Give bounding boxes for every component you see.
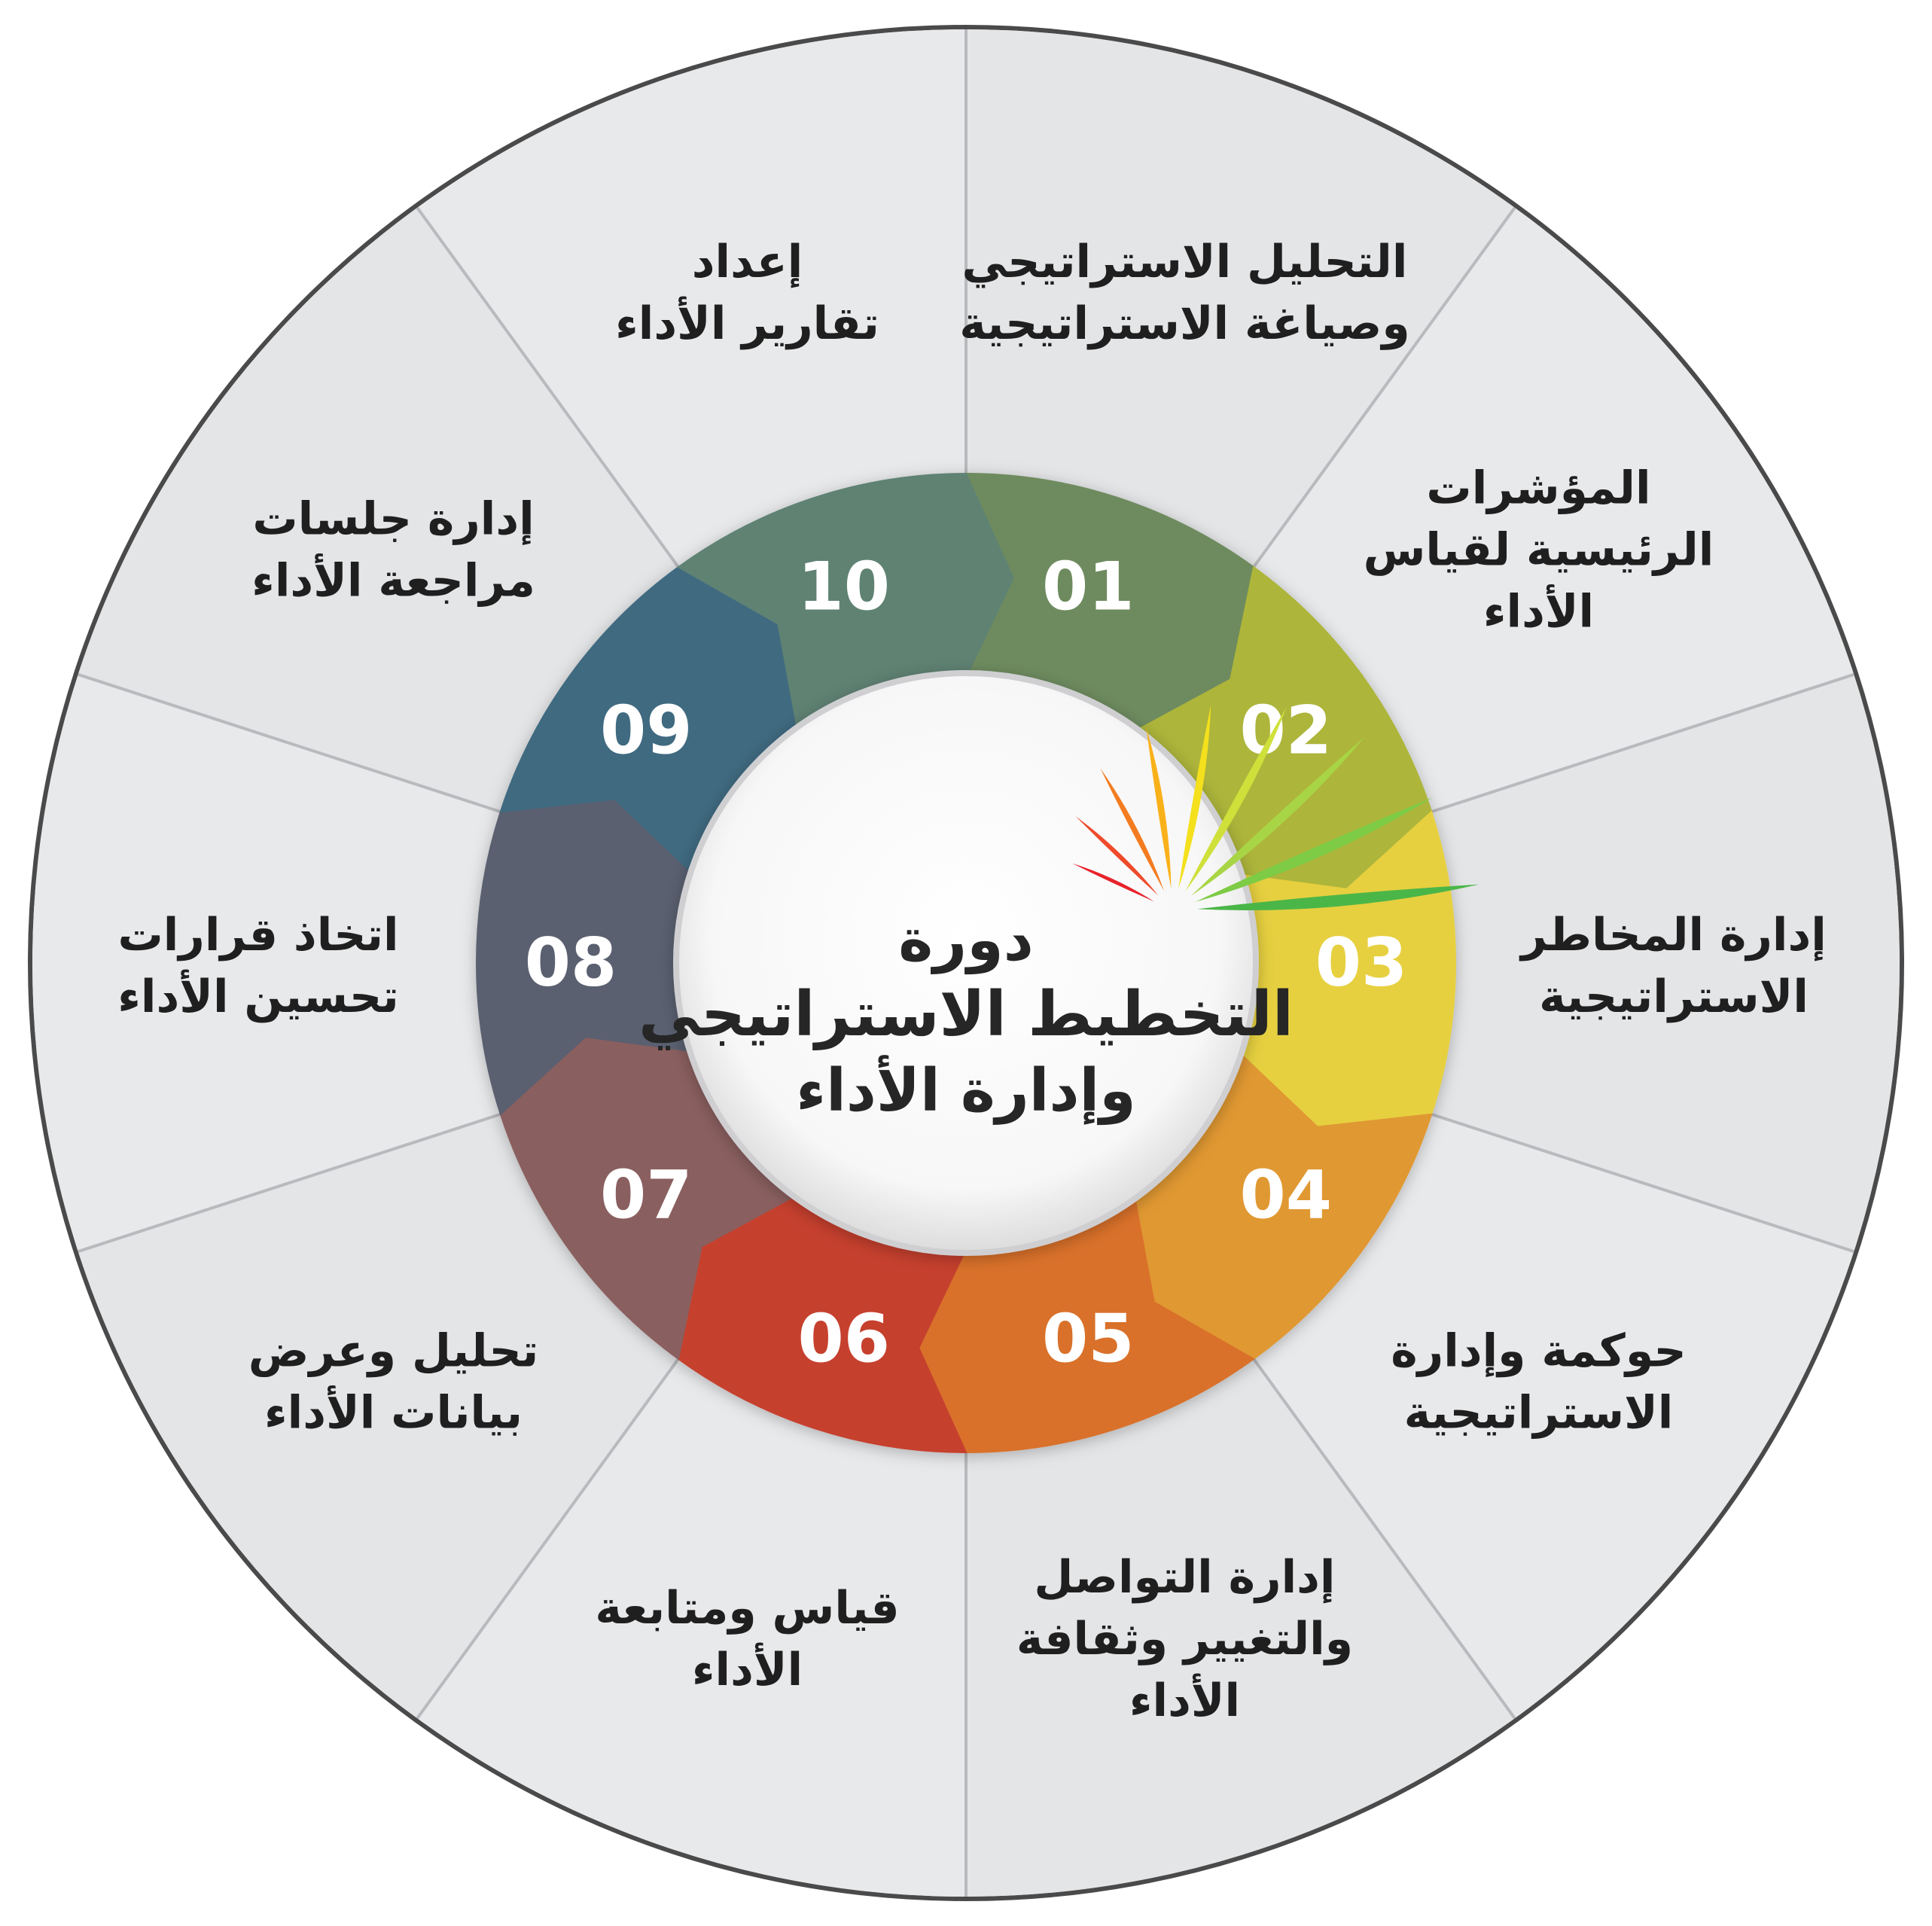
step-number-10: 10 <box>798 548 890 626</box>
step-label-line: الاستراتيجية <box>1539 971 1809 1023</box>
step-label-08: اتخاذ قرارات تحسين الأداء <box>117 909 398 1023</box>
step-label-line: إدارة المخاطر <box>1519 909 1827 961</box>
step-label-line: بيانات الأداء <box>264 1385 523 1440</box>
step-label-line: إدارة جلسات <box>252 492 534 545</box>
outer-segment-08 <box>32 674 501 1252</box>
outer-segment-02 <box>1254 207 1854 812</box>
step-label-line: تقارير الأداء <box>615 296 879 350</box>
center-title-line1: دورة <box>898 907 1033 974</box>
step-label-line: وصياغة الاستراتيجية <box>959 297 1409 350</box>
logo-ray <box>1100 768 1165 891</box>
divider-lines <box>78 29 1854 1897</box>
step-label-line: التحليل الاستراتيجي <box>962 236 1408 288</box>
step-number-08: 08 <box>525 924 617 1001</box>
step-label-02: المؤشرات الرئيسية لقياس الأداء <box>1364 462 1714 638</box>
outer-segment-10 <box>417 29 966 568</box>
outer-segment-05 <box>966 1358 1515 1897</box>
step-label-line: إدارة التواصل <box>1034 1551 1335 1604</box>
step-number-09: 09 <box>600 691 692 769</box>
divider-line <box>1248 206 1516 574</box>
step-label-line: اتخاذ قرارات <box>117 909 398 961</box>
step-label-line: تحليل وعرض <box>248 1325 539 1378</box>
logo-ray <box>1178 705 1211 889</box>
step-label-line: والتغيير وثقافة <box>1016 1613 1353 1665</box>
outer-segment-01 <box>966 29 1515 568</box>
divider-line <box>1424 1110 1854 1254</box>
center-title-line3: وإدارة الأداء <box>796 1056 1136 1126</box>
step-label-04: حوكمة وإدارة الاستراتيجية <box>1391 1325 1686 1440</box>
step-label-line: تحسين الأداء <box>117 969 398 1023</box>
step-label-line: الأداء <box>1129 1673 1240 1727</box>
logo-ray <box>1191 736 1365 896</box>
step-label-line: حوكمة وإدارة <box>1391 1325 1686 1378</box>
step-label-09: إدارة جلسات مراجعة الأداء <box>251 492 535 607</box>
step-label-10: إعداد تقارير الأداء <box>615 236 879 350</box>
outer-segment-04 <box>1254 1114 1854 1719</box>
step-number-04: 04 <box>1239 1157 1331 1234</box>
divider-line <box>78 1110 508 1254</box>
step-label-01: التحليل الاستراتيجي وصياغة الاستراتيجية <box>959 236 1409 350</box>
center-circle <box>673 670 1259 1256</box>
logo-ray <box>1146 727 1172 889</box>
center-title-line2: التخطيط الاستراتيجي <box>638 979 1294 1050</box>
logo-ray <box>1072 863 1154 902</box>
logo-ray <box>1075 816 1159 896</box>
outer-segments <box>32 29 1900 1897</box>
outer-segment-03 <box>1431 674 1900 1252</box>
outer-segment-09 <box>78 207 678 812</box>
step-label-03: إدارة المخاطر الاستراتيجية <box>1519 909 1827 1023</box>
logo-ray <box>1195 797 1433 902</box>
logo-sun-rays <box>1072 705 1479 911</box>
step-label-06: قياس ومتابعة الأداء <box>595 1582 899 1696</box>
step-label-07: تحليل وعرض بيانات الأداء <box>248 1325 539 1440</box>
step-label-line: مراجعة الأداء <box>251 553 535 607</box>
logo-ray <box>1196 884 1479 911</box>
step-label-line: الأداء <box>1483 584 1594 638</box>
step-label-05: إدارة التواصل والتغيير وثقافة الأداء <box>1016 1551 1353 1727</box>
step-label-line: قياس ومتابعة <box>595 1582 899 1635</box>
step-label-line: إعداد <box>692 236 803 288</box>
step-label-line: الأداء <box>692 1642 803 1696</box>
divider-line <box>1248 1352 1516 1720</box>
logo-ray <box>1185 706 1287 891</box>
step-number-01: 01 <box>1042 548 1134 626</box>
step-number-05: 05 <box>1042 1300 1134 1377</box>
outer-segment-06 <box>417 1358 966 1897</box>
divider-line <box>416 206 684 574</box>
divider-line <box>78 672 508 816</box>
step-numbers: 01 02 03 04 05 06 07 08 09 10 <box>525 548 1407 1378</box>
step-label-line: الاستراتيجية <box>1404 1387 1674 1440</box>
step-number-03: 03 <box>1315 924 1407 1001</box>
step-number-06: 06 <box>798 1300 890 1377</box>
step-number-02: 02 <box>1239 691 1331 769</box>
divider-line <box>416 1352 684 1720</box>
step-label-line: المؤشرات <box>1426 462 1650 514</box>
divider-line <box>1424 672 1854 816</box>
step-label-line: الرئيسية لقياس <box>1364 523 1714 576</box>
outer-segment-07 <box>78 1114 678 1719</box>
step-number-07: 07 <box>600 1157 692 1234</box>
